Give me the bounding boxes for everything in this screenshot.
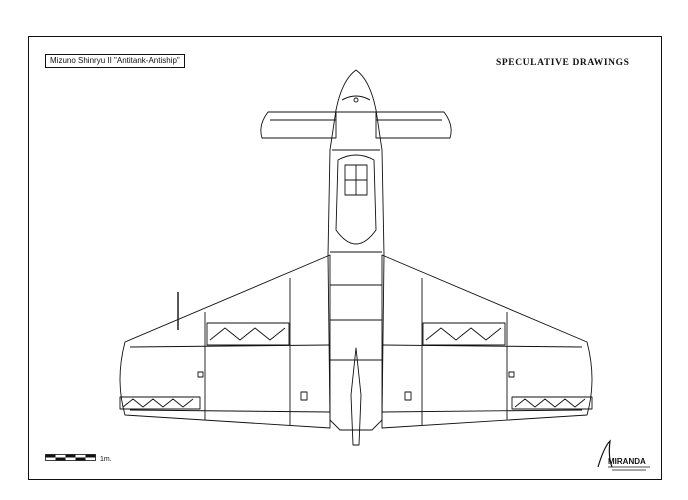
wing-trail-right: [381, 409, 583, 413]
flap-right: [422, 322, 506, 346]
main-wing: [119, 254, 593, 429]
aileron-left: [119, 396, 201, 410]
vertical-fin: [350, 347, 362, 446]
scale-label: 1m.: [100, 456, 112, 463]
fuselage: [327, 69, 385, 431]
flap-right-truss: [425, 327, 502, 341]
flap-left-truss: [209, 327, 286, 341]
wing-trail-left: [129, 409, 331, 413]
drawing-heading: SPECULATIVE DRAWINGS: [496, 58, 630, 68]
flap-left: [206, 322, 290, 346]
scale-bar: [45, 454, 96, 461]
drawing-frame: [28, 36, 662, 480]
aileron-left-truss: [122, 398, 194, 408]
aileron-right: [511, 396, 593, 410]
signature-logo: MIRANDA: [597, 439, 650, 471]
wing-spar-right: [381, 344, 583, 348]
aileron-right-truss: [514, 398, 586, 408]
wing-spar-left: [129, 344, 331, 348]
canard-left: [260, 111, 337, 139]
canard-right: [375, 111, 452, 139]
drawing-title: Mizuno Shinryu II "Antitank-Antiship": [45, 54, 185, 68]
canopy: [335, 154, 377, 245]
signature-text: MIRANDA: [608, 457, 646, 466]
